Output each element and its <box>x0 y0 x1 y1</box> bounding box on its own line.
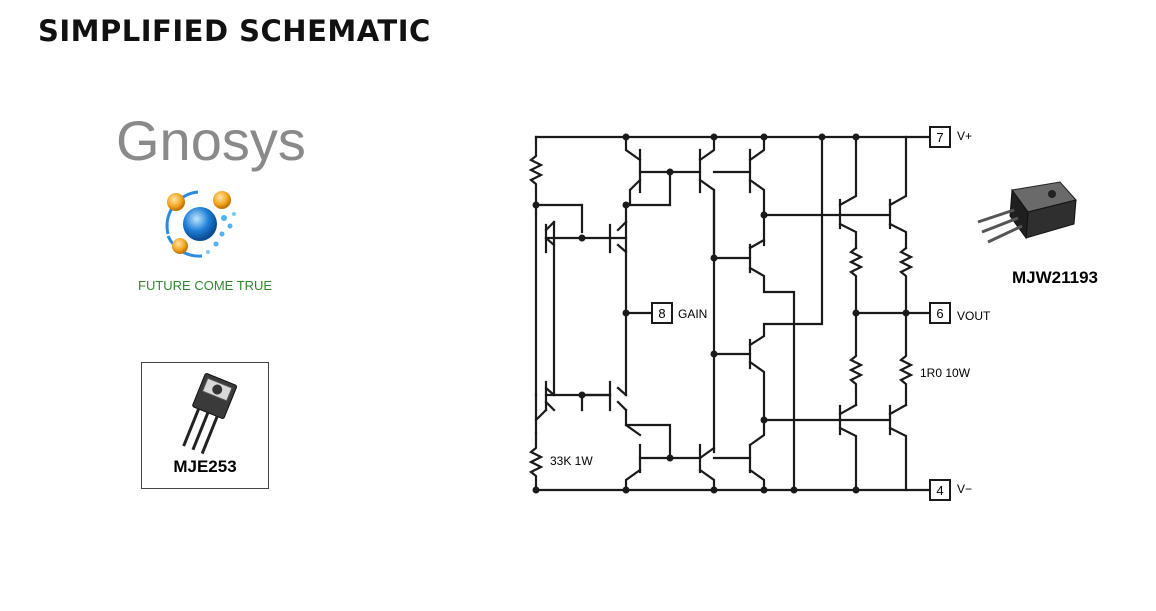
mje253-label: MJE253 <box>173 457 237 476</box>
pin-gain-number: 8 <box>658 306 665 321</box>
to247-transistor-icon <box>977 181 1077 244</box>
pin-gain-label: GAIN <box>678 307 707 321</box>
pin-gain: 8 GAIN <box>651 302 707 324</box>
molecule-logo-icon <box>165 190 236 258</box>
mjw21193-label: MJW21193 <box>1012 268 1098 287</box>
pin-vout-number: 6 <box>936 306 943 321</box>
pin-vminus-label: V− <box>957 482 972 496</box>
pin-vplus-number: 7 <box>936 130 943 145</box>
resistor-33k-label: 33K 1W <box>550 454 593 468</box>
pin-vminus-number: 4 <box>936 483 943 498</box>
to126-transistor-icon <box>182 373 238 455</box>
pin-vminus: 4 V− <box>929 479 972 501</box>
mje253-part-card: MJE253 <box>141 362 269 489</box>
pin-vplus-label: V+ <box>957 129 972 143</box>
resistor-1r0-label: 1R0 10W <box>920 366 971 380</box>
pin-vout: 6 VOUT <box>929 302 991 324</box>
page-title: SIMPLIFIED SCHEMATIC <box>38 14 431 48</box>
pin-vplus: 7 V+ <box>929 126 972 148</box>
brand-tagline: FUTURE COME TRUE <box>138 278 273 293</box>
brand-name: Gnosys <box>116 109 306 172</box>
pin-vout-label: VOUT <box>957 309 991 323</box>
